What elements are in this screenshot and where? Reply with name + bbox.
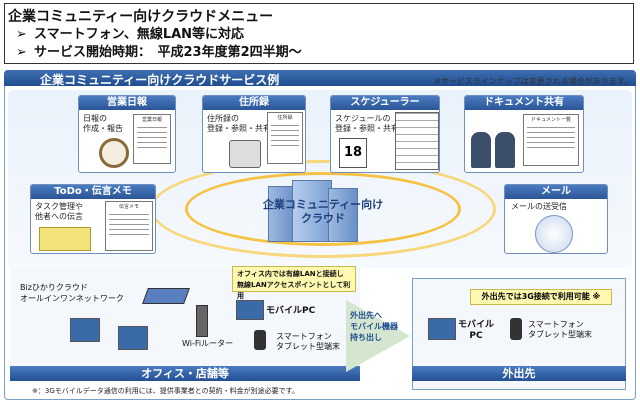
card-description: スケジュールの登録・参照・共有 bbox=[335, 114, 399, 133]
page-title: 企業コミュニティー向けクラウドメニュー bbox=[8, 9, 274, 25]
card-document-sharing: ドキュメント共有 ドキュメント一覧 bbox=[464, 95, 584, 173]
mobile-pc-icon bbox=[428, 318, 456, 340]
smartphone-label: スマートフォンタブレット型端末 bbox=[276, 332, 340, 351]
carry-out-arrow-icon bbox=[346, 300, 410, 372]
network-label: Bizひかりクラウドオールインワンネットワーク bbox=[20, 283, 124, 303]
card-title: ToDo・伝言メモ bbox=[31, 185, 155, 199]
card-description: メールの送受信 bbox=[511, 202, 567, 211]
card-mail: メール メールの送受信 bbox=[504, 184, 608, 254]
bullet-item: ➢サービス開始時期： 平成23年度第2四半期～ bbox=[16, 45, 302, 60]
card-title: メール bbox=[505, 185, 607, 199]
mobile-pc-label: モバイルPC bbox=[266, 306, 316, 316]
cloud-servers bbox=[268, 180, 358, 242]
outside-smartphone-label: スマートフォンタブレット型端末 bbox=[528, 320, 592, 339]
card-address-book: 住所録 住所録の登録・参照・共有 住所録 bbox=[202, 95, 306, 173]
outside-callout: 外出先では3G接続で利用可能 ※ bbox=[470, 289, 612, 305]
sticky-note-icon bbox=[39, 227, 91, 251]
outside-footer-bar: 外出先 bbox=[412, 366, 626, 381]
cloud-ring-inner bbox=[185, 172, 461, 246]
lineup-notice: ※サービスラインナップは変更される場合があります。 bbox=[434, 77, 632, 86]
router-label: Wi-Fiルーター bbox=[182, 339, 234, 348]
mobile-pc-icon bbox=[236, 300, 264, 320]
arrow-bullet-icon: ➢ bbox=[16, 27, 27, 42]
desktop-pc-icon bbox=[118, 326, 148, 350]
footnote: ※：3Gモバイルデータ通信の利用には、提供事業者との契約・料金が別途必要です。 bbox=[32, 387, 299, 395]
header-box bbox=[4, 3, 634, 64]
card-description: タスク管理や他者への伝言 bbox=[35, 202, 83, 221]
smartphone-icon bbox=[254, 330, 266, 350]
main-panel-title: 企業コミュニティー向けクラウドサービス例 bbox=[40, 73, 280, 87]
smartphone-icon bbox=[510, 318, 522, 340]
report-document-icon: 営業日報 bbox=[133, 114, 171, 164]
calendar-grid-icon bbox=[395, 112, 439, 170]
mail-envelope-icon bbox=[535, 215, 573, 253]
person-icon bbox=[495, 132, 515, 168]
card-scheduler: スケジューラー スケジュールの登録・参照・共有 18 bbox=[330, 95, 440, 173]
arrow-bullet-icon: ➢ bbox=[16, 45, 27, 60]
address-document-icon: 住所録 bbox=[267, 112, 303, 164]
wifi-router-icon bbox=[196, 305, 208, 337]
card-title: ドキュメント共有 bbox=[465, 96, 583, 110]
cloud-label: 企業コミュニティー向け クラウド bbox=[262, 198, 384, 225]
card-title: スケジューラー bbox=[331, 96, 439, 110]
office-callout: オフィス内では有線LANと接続し無線LANアクセスポイントとして利用 bbox=[232, 266, 356, 300]
arrow-label: 外出先へモバイル機器持ち出し bbox=[350, 311, 398, 342]
server-icon bbox=[292, 180, 332, 242]
card-title: 住所録 bbox=[203, 96, 305, 110]
document-list-icon: ドキュメント一覧 bbox=[523, 114, 579, 166]
person-icon bbox=[471, 132, 491, 168]
network-hub-icon bbox=[142, 288, 190, 304]
card-description: 住所録の登録・参照・共有 bbox=[207, 114, 271, 133]
memo-document-icon: 伝言メモ bbox=[105, 201, 153, 251]
desktop-pc-icon bbox=[70, 318, 100, 342]
main-panel-header bbox=[4, 70, 636, 86]
card-title: 営業日報 bbox=[79, 96, 175, 110]
clock-icon bbox=[99, 138, 129, 168]
card-description: 日報の作成・報告 bbox=[83, 114, 123, 133]
office-footer-bar: オフィス・店舗等 bbox=[10, 366, 360, 381]
card-todo-memo: ToDo・伝言メモ タスク管理や他者への伝言 伝言メモ bbox=[30, 184, 156, 254]
calendar-day-icon: 18 bbox=[339, 138, 367, 168]
telephone-icon bbox=[229, 140, 261, 168]
card-sales-report: 営業日報 日報の作成・報告 営業日報 bbox=[78, 95, 176, 173]
bullet-item: ➢スマートフォン、無線LAN等に対応 bbox=[16, 27, 245, 42]
server-icon bbox=[328, 188, 358, 242]
